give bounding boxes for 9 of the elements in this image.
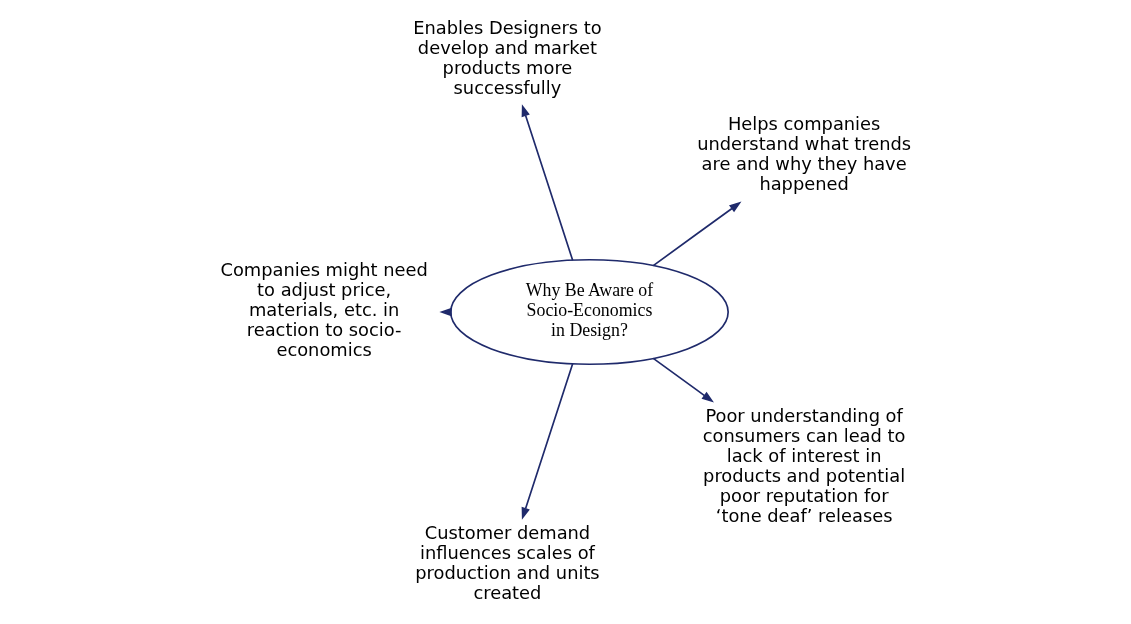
- arrow: [521, 104, 574, 262]
- node-text: Helps companies understand what trends are and why they have happened: [697, 113, 912, 195]
- arrow: [652, 201, 742, 267]
- node-text: Customer demand influences scales of production and units created: [415, 521, 600, 603]
- node-text: Companies might need to adjust price, materials, etc. in reaction to socio-economics: [220, 259, 428, 361]
- node-text: Poor understanding of consumers can lead to lack of interest in products and potential poor reputation for ‘tone deaf’ releases: [702, 405, 906, 527]
- node-text: Enables Designers to develop and market products more successfully: [413, 16, 602, 98]
- arrow: [652, 357, 714, 403]
- arrow: [521, 362, 574, 520]
